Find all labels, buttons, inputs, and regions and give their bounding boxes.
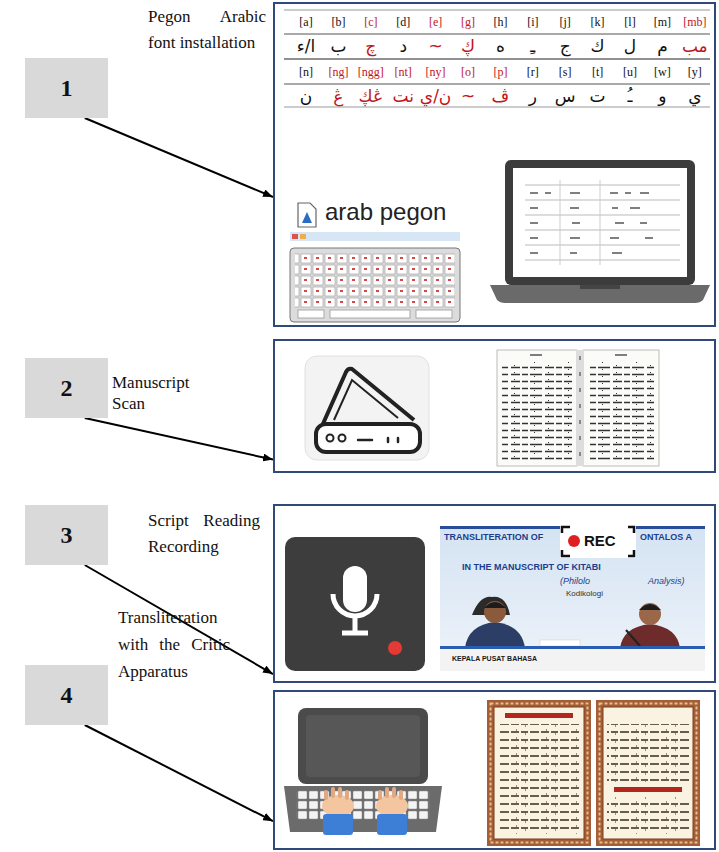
table-header: [g] — [461, 15, 475, 30]
arabic-letter: ك — [591, 36, 605, 56]
photo-text: (Philolo — [560, 576, 590, 586]
table-header: [e] — [429, 15, 442, 30]
illustration-panel — [273, 339, 716, 473]
step-arrow — [85, 725, 273, 821]
photo-text: KEPALA PUSAT BAHASA — [452, 655, 537, 663]
table-header: [h] — [493, 15, 507, 30]
arabic-letter: ن — [300, 86, 312, 106]
table-header: [w] — [654, 65, 671, 80]
step-arrow — [85, 418, 273, 460]
table-header: [l] — [624, 15, 635, 30]
table-header: [a] — [299, 15, 312, 30]
arabic-letter: ـِ — [530, 36, 535, 56]
arabic-letter: ڠڮ — [359, 86, 383, 106]
arabic-letter: ڤ — [492, 86, 510, 106]
photo-text: Kodikologi — [566, 589, 603, 598]
arabic-letter: ل — [624, 36, 636, 56]
arabic-letter: ي — [688, 86, 701, 106]
step-number-box: 1Pegon Arabic font installation — [25, 58, 108, 118]
table-header: [s] — [559, 65, 572, 80]
arabic-letter: مب — [682, 36, 708, 56]
step-label: Script Reading Recording — [148, 508, 260, 560]
table-header: [m] — [654, 15, 671, 30]
arabic-letter: ڮ — [461, 36, 475, 56]
step-number-box: 2Manuscript Scan — [25, 358, 108, 418]
arabic-letter: ~ — [428, 36, 442, 56]
arabic-letter: ا/ء — [297, 36, 315, 56]
scanner-icon — [305, 356, 429, 460]
step-number: 3 — [61, 522, 73, 549]
table-header: [nt] — [395, 65, 412, 80]
photo-text: Analysis) — [648, 576, 685, 586]
typing-laptop-icon — [284, 708, 442, 835]
arabic-letter: ڠ — [333, 86, 343, 106]
illustration-panel: REC — [273, 504, 716, 683]
arabic-letter: نت — [392, 86, 413, 106]
transliteration-book — [487, 700, 700, 846]
table-header: [mb] — [683, 15, 706, 30]
table-header: [d] — [396, 15, 410, 30]
laptop-icon — [490, 160, 710, 303]
table-header: [u] — [623, 65, 637, 80]
table-header: [j] — [560, 15, 571, 30]
arabic-letter: ج — [560, 36, 571, 56]
table-header: [ng] — [328, 65, 348, 80]
arabic-letter: د — [399, 36, 407, 56]
table-header: [o] — [461, 65, 475, 80]
table-header: [p] — [493, 65, 507, 80]
step-number: 2 — [61, 375, 73, 402]
arabic-letter: ر — [529, 86, 537, 106]
rec-frame — [560, 525, 636, 558]
step-arrow — [85, 565, 273, 674]
illustration-panel: arab pegon — [273, 2, 716, 327]
arabic-letter: ن/ي — [420, 86, 452, 106]
arabic-letter: س — [555, 86, 576, 106]
photo-text: TRANSLITERATION OF — [444, 532, 543, 542]
photo-text: IN THE MANUSCRIPT OF KITABI — [462, 562, 601, 572]
table-header: [n] — [299, 65, 313, 80]
step-number-box: 4Transliteration with the Critic Apparat… — [25, 665, 108, 725]
table-header: [y] — [688, 65, 702, 80]
step-number-box: 3Script Reading Recording — [25, 505, 108, 565]
illustration-panel — [273, 690, 716, 850]
arabic-letter: و — [658, 86, 666, 106]
step-label: Transliteration with the Critic Apparatu… — [118, 604, 230, 685]
arabic-letter: ت — [590, 86, 606, 106]
panel-text: REC — [584, 532, 616, 549]
step-number: 4 — [61, 682, 73, 709]
arabic-letter: م — [657, 36, 668, 56]
table-header: [k] — [591, 15, 605, 30]
keyboard-icon — [290, 248, 460, 322]
table-header: [ny] — [426, 65, 446, 80]
font-file-icon — [290, 203, 460, 241]
step-label: Manuscript Scan — [112, 372, 212, 414]
table-header: [i] — [527, 15, 538, 30]
arabic-letter: ه — [496, 36, 505, 56]
step-arrow — [85, 118, 273, 197]
arabic-letter: ـُ — [628, 86, 633, 106]
manuscript-image — [497, 350, 659, 466]
step-number: 1 — [61, 75, 73, 102]
table-header: [ngg] — [358, 65, 384, 80]
arabic-letter: ~ — [461, 86, 475, 106]
photo-text: ONTALOS A — [640, 532, 692, 542]
seminar-photo — [440, 526, 705, 671]
table-header: [r] — [527, 65, 539, 80]
step-label: Pegon Arabic font installation — [148, 4, 266, 56]
letter-table — [284, 8, 710, 108]
table-header: [b] — [331, 15, 345, 30]
panel-text: arab pegon — [325, 198, 446, 226]
table-header: [t] — [592, 65, 603, 80]
arabic-letter: چ — [365, 36, 376, 56]
microphone-icon — [285, 537, 425, 671]
table-header: [c] — [364, 15, 377, 30]
arabic-letter: ب — [330, 36, 346, 56]
